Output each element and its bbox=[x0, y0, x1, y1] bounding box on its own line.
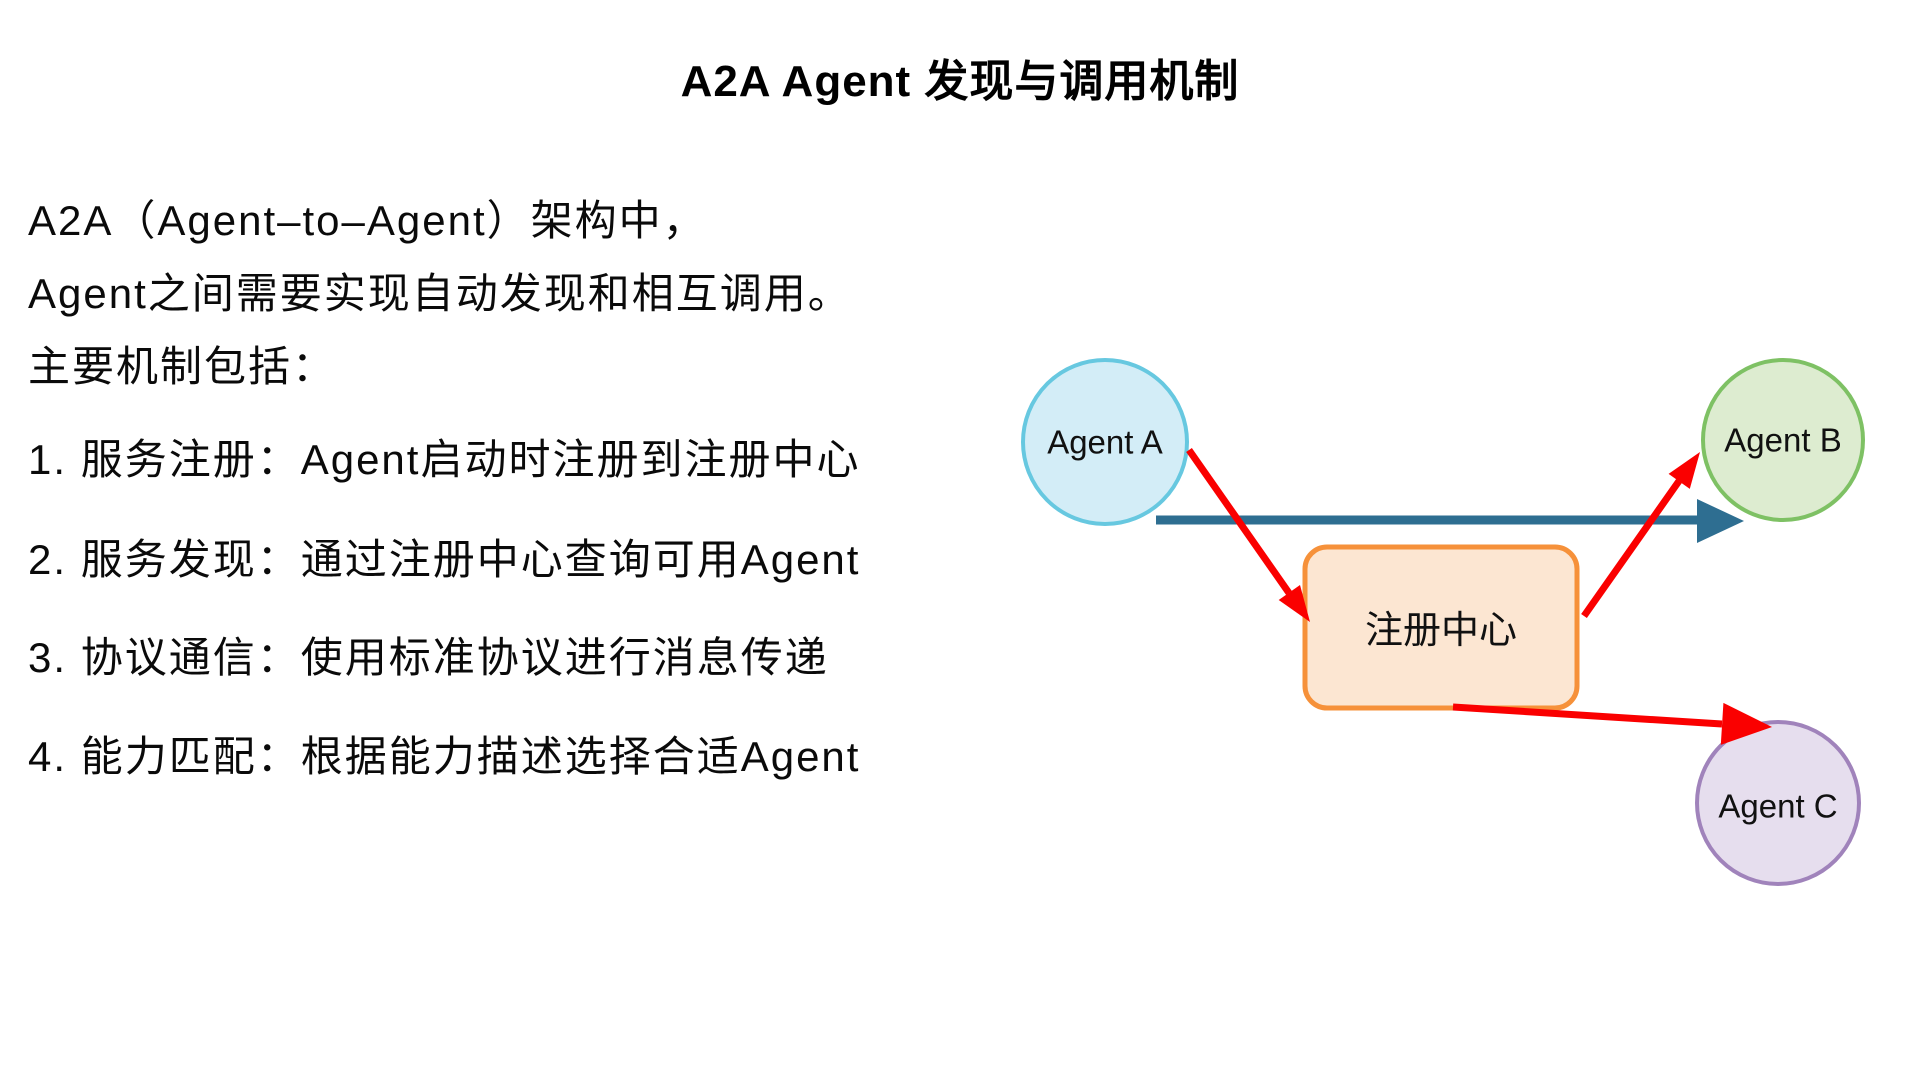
discover-arrow-head-icon bbox=[1668, 452, 1700, 489]
agent-b-label: Agent B bbox=[1724, 422, 1841, 459]
intro-line-1: A2A（Agent–to–Agent）架构中， bbox=[28, 197, 707, 244]
intro-line-3: 主要机制包括： bbox=[28, 343, 337, 390]
intro-line-2: Agent之间需要实现自动发现和相互调用。 bbox=[28, 270, 852, 317]
match-arrow-head-icon bbox=[1720, 702, 1772, 745]
node-registry: 注册中心 bbox=[1302, 544, 1580, 711]
match-arrow-shaft bbox=[1452, 703, 1723, 728]
agent-a-label: Agent A bbox=[1047, 424, 1163, 461]
mechanism-item-1: 1. 服务注册：Agent启动时注册到注册中心 bbox=[28, 436, 861, 483]
node-agent-c: Agent C bbox=[1695, 720, 1861, 886]
mechanism-item-3: 3. 协议通信：使用标准协议进行消息传递 bbox=[28, 634, 829, 681]
node-agent-b: Agent B bbox=[1701, 358, 1865, 522]
mechanism-item-2: 2. 服务发现：通过注册中心查询可用Agent bbox=[28, 536, 861, 583]
mechanism-item-4: 4. 能力匹配：根据能力描述选择合适Agent bbox=[28, 733, 861, 780]
agent-c-circle bbox=[1695, 720, 1861, 886]
page-title: A2A Agent 发现与调用机制 bbox=[680, 57, 1240, 106]
registry-label: 注册中心 bbox=[1365, 610, 1517, 652]
agent-a-circle bbox=[1021, 358, 1189, 526]
discover-arrow-registry-to-b bbox=[1581, 452, 1700, 619]
agent-b-circle bbox=[1701, 358, 1865, 522]
registry-box bbox=[1302, 544, 1580, 711]
agent-c-label: Agent C bbox=[1718, 788, 1837, 825]
register-arrow-shaft bbox=[1186, 447, 1292, 596]
invoke-arrow-a-to-b bbox=[1156, 499, 1744, 543]
node-agent-a: Agent A bbox=[1021, 358, 1189, 526]
discover-arrow-shaft bbox=[1581, 478, 1682, 619]
register-arrow-a-to-registry bbox=[1186, 447, 1310, 622]
match-arrow-registry-to-c bbox=[1452, 702, 1772, 745]
intro-paragraph: A2A（Agent–to–Agent）架构中， Agent之间需要实现自动发现和… bbox=[28, 184, 968, 403]
invoke-arrow-head-icon bbox=[1697, 499, 1744, 543]
register-arrow-head-icon bbox=[1278, 585, 1310, 622]
